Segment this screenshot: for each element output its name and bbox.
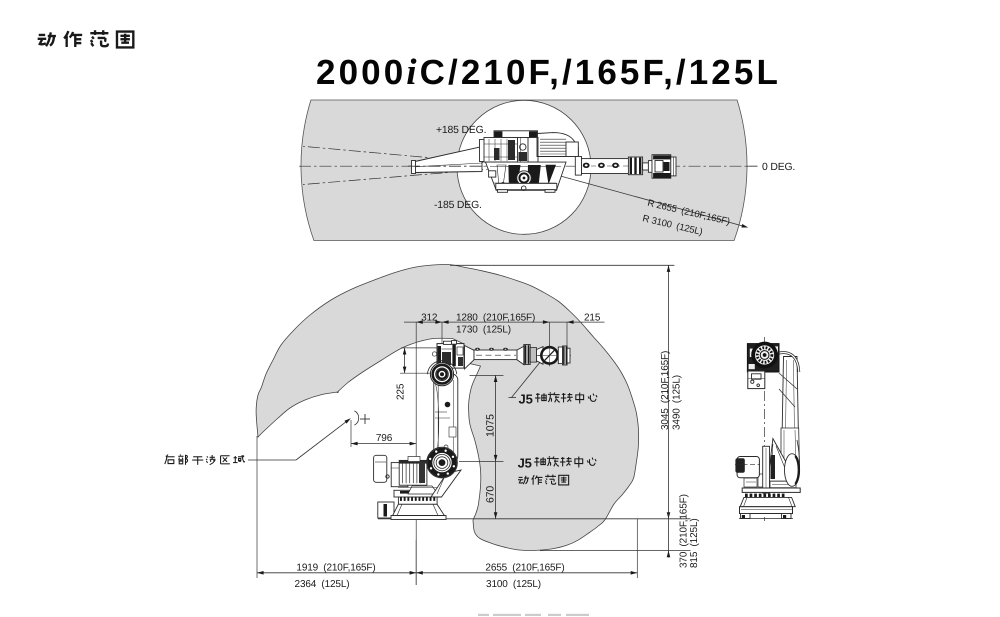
svg-text:J5: J5 <box>518 456 532 471</box>
svg-text:+185 DEG.: +185 DEG. <box>436 125 486 136</box>
svg-text:370 (210F,165F): 370 (210F,165F) <box>679 494 690 568</box>
svg-text:2000iC/210F,/165F,/125L: 2000iC/210F,/165F,/125L <box>316 52 781 93</box>
svg-text:3100 (125L): 3100 (125L) <box>486 579 541 590</box>
svg-text:796: 796 <box>376 433 393 444</box>
svg-text:2364 (125L): 2364 (125L) <box>295 579 350 590</box>
svg-text:215: 215 <box>584 313 601 324</box>
svg-text:0 DEG.: 0 DEG. <box>762 162 795 173</box>
svg-text:3045 (210F,165F): 3045 (210F,165F) <box>660 351 671 430</box>
svg-text:1075: 1075 <box>484 414 496 437</box>
svg-text:225: 225 <box>395 383 406 400</box>
svg-text:J5: J5 <box>519 392 533 407</box>
svg-text:1919 (210F,165F): 1919 (210F,165F) <box>296 562 375 573</box>
svg-text:1280 (210F,165F): 1280 (210F,165F) <box>456 313 535 324</box>
svg-text:1730 (125L): 1730 (125L) <box>456 324 511 335</box>
svg-text:-185 DEG.: -185 DEG. <box>434 200 482 211</box>
svg-text:815 (125L): 815 (125L) <box>689 519 700 569</box>
svg-text:3490 (125L): 3490 (125L) <box>672 375 683 430</box>
svg-text:670: 670 <box>484 486 496 503</box>
svg-text:2655 (210F,165F): 2655 (210F,165F) <box>485 562 564 573</box>
svg-text:312: 312 <box>421 313 438 324</box>
